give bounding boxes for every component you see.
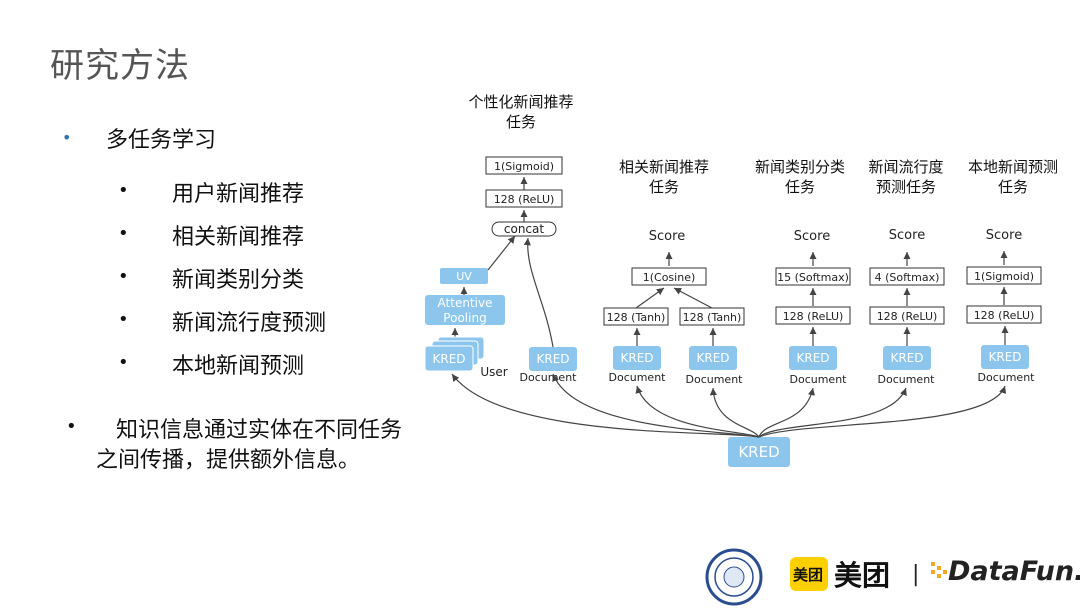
task-title-related-2: 任务 [649, 178, 679, 196]
layer-softmax4-box [869, 267, 945, 286]
concat-label: concat [504, 222, 544, 236]
layer-softmax15-box [775, 267, 851, 286]
document-label: Document [520, 371, 578, 384]
layer-relu-box [869, 306, 945, 325]
sub-bullet-label: 用户新闻推荐 [172, 182, 305, 207]
task-title-local-2: 任务 [998, 178, 1028, 196]
layer-cosine-label: 1(Cosine) [643, 271, 696, 284]
layer-tanh-label: 128 (Tanh) [683, 311, 742, 324]
sub-bullet-label: 新闻类别分类 [172, 268, 305, 293]
layer-softmax15-label: 15 (Softmax) [777, 271, 849, 284]
document-label: Document [790, 373, 848, 386]
layer-relu-label: 128 (ReLU) [974, 309, 1035, 322]
kred-doc-box [883, 346, 931, 370]
layer-relu-label: 128 (ReLU) [877, 310, 938, 323]
document-label: Document [686, 373, 744, 386]
kred-doc-box [613, 346, 661, 370]
bullet-main-label: 多任务学习 [106, 128, 217, 153]
attentive-label: Attentive [438, 296, 493, 310]
sub-bullet-label: 本地新闻预测 [172, 354, 305, 379]
university-seal-logo [704, 547, 764, 607]
layer-cosine-box [631, 267, 707, 286]
datafun-wordmark: DataFun. [948, 556, 1080, 587]
meituan-badge-logo: 美团 [790, 557, 828, 591]
layer-relu-box [775, 306, 851, 325]
kred-doc-label: KRED [696, 351, 729, 365]
kred-doc-box [529, 347, 577, 371]
datafun-dots-icon [930, 558, 948, 582]
task-title-personalized-2: 任务 [506, 113, 536, 131]
pooling-label: Pooling [443, 311, 486, 325]
logo-separator: | [912, 562, 920, 587]
kred-doc-label: KRED [796, 351, 829, 365]
score-label: Score [986, 228, 1022, 243]
meituan-badge-text: 美团 [793, 566, 824, 584]
layer-relu-label: 128 (ReLU) [783, 310, 844, 323]
layer-relu-label: 128 (ReLU) [494, 193, 555, 206]
score-label: Score [649, 229, 685, 244]
sub-bullet-label: 相关新闻推荐 [172, 225, 305, 250]
layer-softmax4-label: 4 (Softmax) [875, 271, 940, 284]
kred-doc-box [981, 345, 1029, 369]
task-title-popularity-2: 预测任务 [876, 178, 936, 196]
layer-sigmoid-box [485, 156, 563, 175]
document-label: Document [978, 371, 1036, 384]
meituan-wordmark: 美团 [834, 559, 891, 592]
score-label: Score [889, 228, 925, 243]
layer-sigmoid-label: 1(Sigmoid) [494, 160, 554, 173]
concat-box [491, 221, 557, 237]
layer-tanh-label: 128 (Tanh) [607, 311, 666, 324]
kred-doc-label: KRED [536, 352, 569, 366]
bullet-note-line2: 之间传播，提供额外信息。 [96, 448, 361, 473]
task-title-category-2: 任务 [785, 178, 815, 196]
slide-title: 研究方法 [50, 46, 190, 86]
layer-relu-box [966, 305, 1042, 324]
bullet-dot: • [62, 128, 72, 147]
attentive-pooling-box [425, 295, 505, 325]
document-label: Document [878, 373, 936, 386]
task-title-category: 新闻类别分类 [755, 158, 845, 176]
kred-doc-label: KRED [988, 350, 1021, 364]
kred-central-box [728, 437, 790, 467]
kred-user-label: KRED [432, 352, 465, 366]
user-label: User [480, 365, 507, 379]
uv-label: UV [456, 270, 472, 283]
task-title-local: 本地新闻预测 [968, 158, 1058, 176]
uv-box [440, 268, 488, 284]
sub-bullet-label: 新闻流行度预测 [172, 311, 327, 336]
layer-sigmoid-label: 1(Sigmoid) [974, 270, 1034, 283]
bullet-note-line1: 知识信息通过实体在不同任务 [116, 418, 403, 443]
document-label: Document [609, 371, 667, 384]
kred-central-label: KRED [738, 443, 779, 461]
layer-relu-box [485, 189, 563, 208]
task-title-personalized: 个性化新闻推荐 [468, 93, 573, 111]
kred-doc-label: KRED [890, 351, 923, 365]
layer-sigmoid-box [966, 266, 1042, 285]
kred-doc-box [789, 346, 837, 370]
kred-user-box [424, 345, 474, 372]
kred-doc-label: KRED [620, 351, 653, 365]
kred-doc-box [689, 346, 737, 370]
score-label: Score [794, 229, 830, 244]
task-title-related: 相关新闻推荐 [619, 158, 709, 176]
task-title-popularity: 新闻流行度 [868, 158, 943, 176]
